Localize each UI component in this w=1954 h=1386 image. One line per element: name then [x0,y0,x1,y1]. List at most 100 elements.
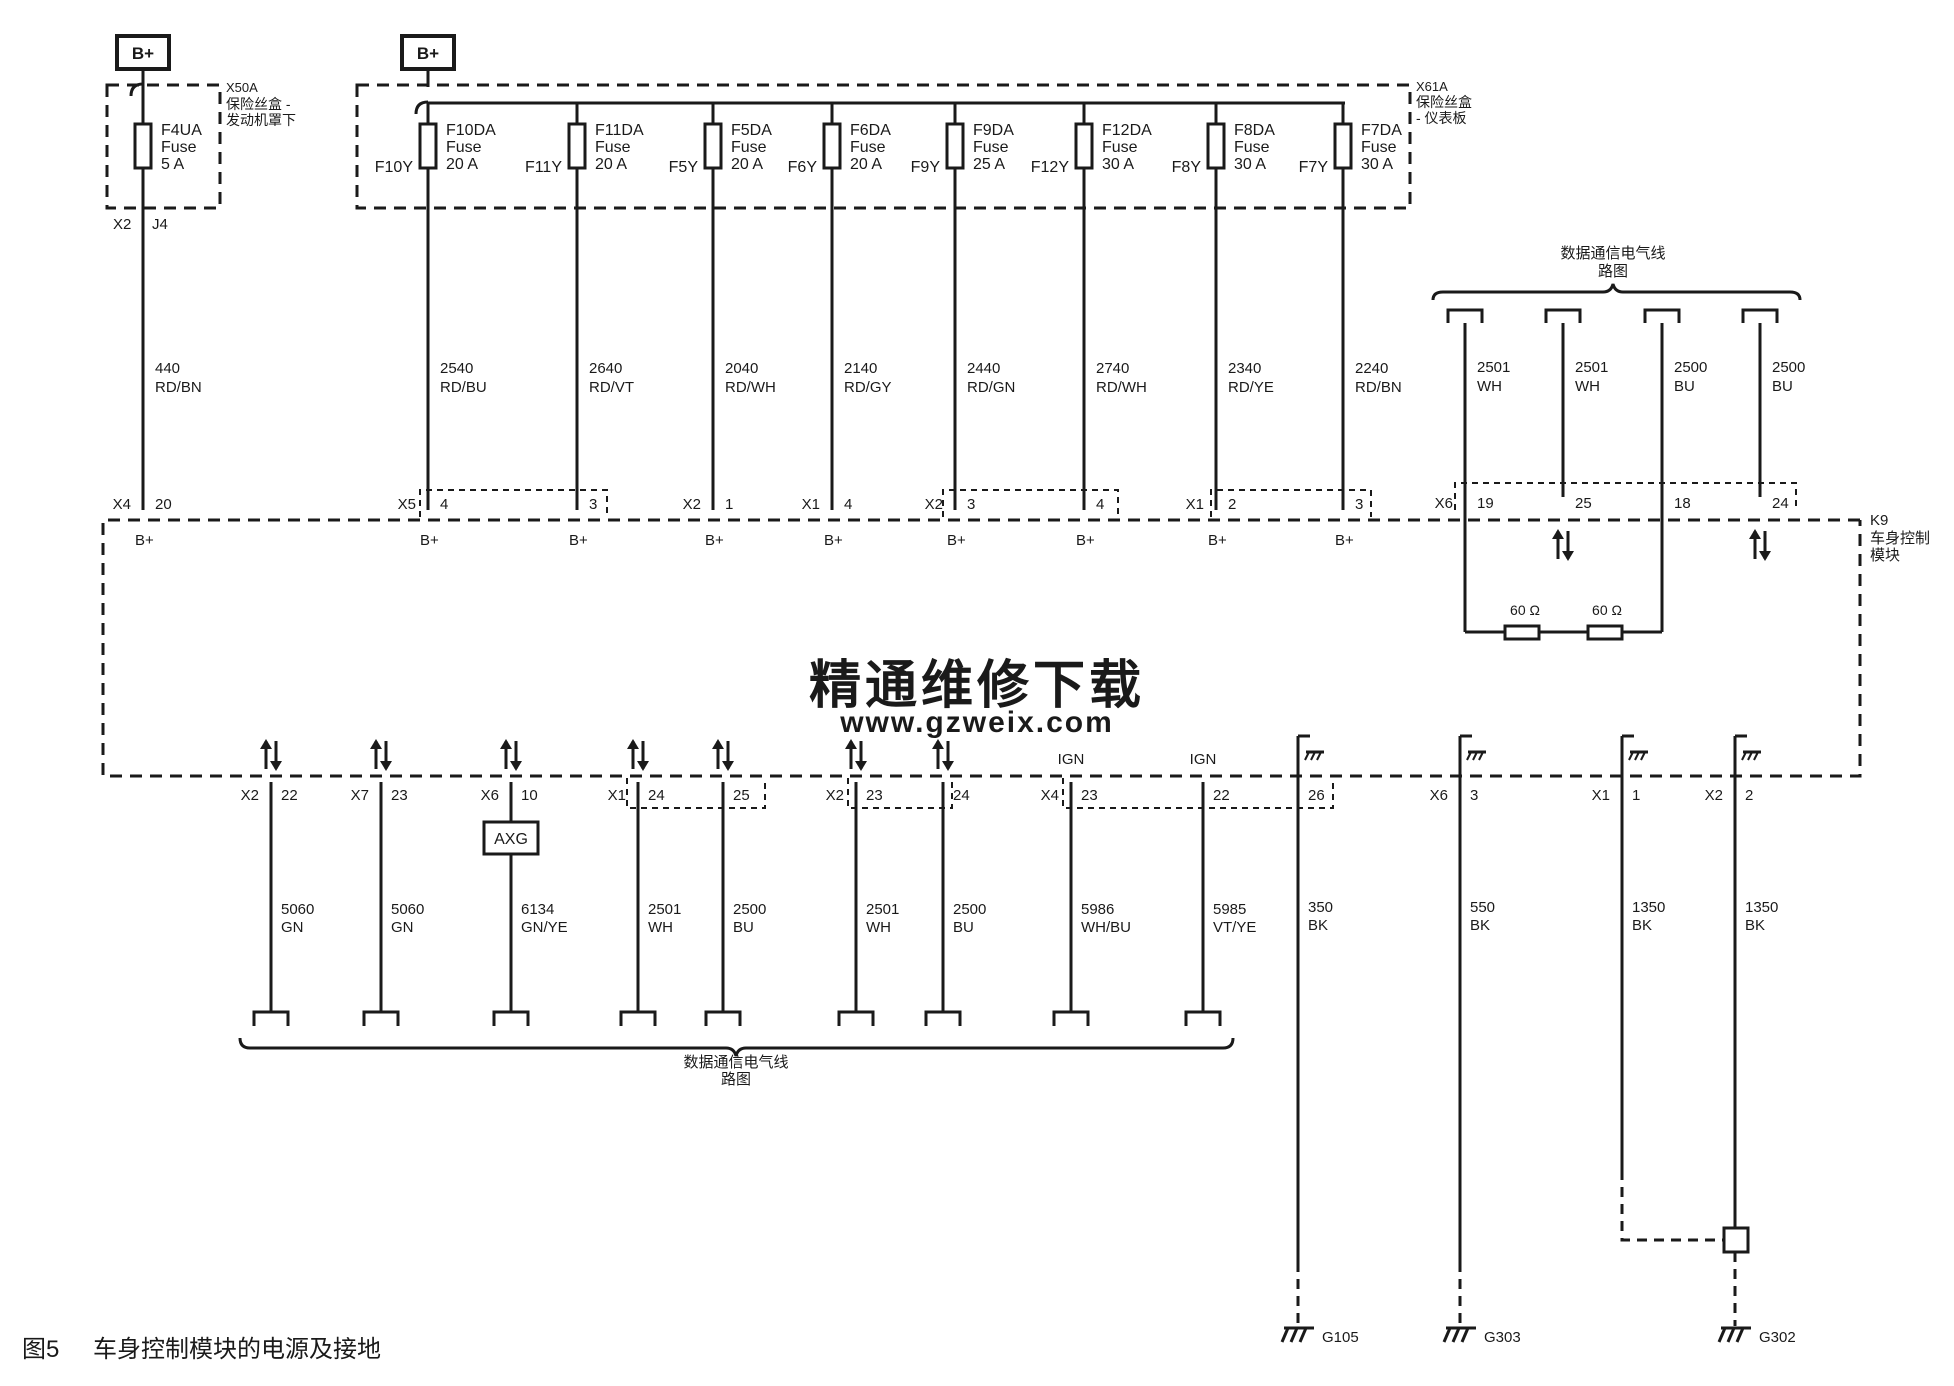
arrow-up-head [712,739,724,749]
arrow-up-head [370,739,382,749]
fuse-block-ip-frame [355,83,1412,210]
bidirectional-arrow-icon [500,739,522,771]
module-terminal-label: B+ [420,532,439,549]
ground-hatch [1298,1327,1308,1343]
fuse-type: Fuse [446,139,482,156]
connector-id: X2 [925,496,943,513]
circuit-number: 350 [1308,899,1333,916]
ground-hatch [1747,751,1753,761]
fuse-body-7 [1074,122,1094,170]
connector-group-top-3 [1210,489,1372,517]
fuse-output-label: F9Y [911,159,941,176]
ground-id: G303 [1484,1329,1521,1346]
connector-id: X2 [683,496,701,513]
connector-group-top-2 [942,489,1119,517]
arrow-down-head [380,761,392,771]
circuit-number: 2500 [733,901,766,918]
ground-hatch [1442,1327,1452,1343]
arrow-up-head [1552,529,1564,539]
pin-number: 4 [1096,496,1104,513]
arrow-up-head [845,739,857,749]
connector-id: X4 [113,496,131,513]
fuse-rating: 30 A [1234,156,1266,173]
fuse-block-ip-desc2: - 仪表板 [1416,110,1467,126]
circuit-number: 2501 [1477,359,1510,376]
arrow-up-head [260,739,272,749]
ground-hatch [1634,751,1640,761]
circuit-number: 1350 [1745,899,1778,916]
circuit-number: 5985 [1213,901,1246,918]
fuse-output-label: F5Y [669,159,699,176]
ground-hatch [1741,751,1747,761]
wire-color: RD/BN [155,379,202,396]
fuse-rating: 5 A [161,156,184,173]
ground-id: G105 [1322,1329,1359,1346]
ground-point-icon [1280,1326,1314,1343]
ground-hatch [1753,751,1759,761]
pin-number-top: J4 [152,216,168,233]
fuse-terminal-2 [414,100,429,115]
ground-point-icon [1717,1326,1751,1343]
connector-id: X5 [398,496,416,513]
data-connector-symbol [1052,1010,1090,1026]
connector-id: X6 [481,787,499,804]
module-terminal-label: B+ [135,532,154,549]
fuse-rating: 30 A [1102,156,1134,173]
data-ref-top-line2: 路图 [1598,263,1628,280]
module-desc2: 模块 [1870,547,1900,564]
pin-number: 24 [1772,495,1789,512]
wire-color: RD/WH [1096,379,1147,396]
pin-number: 24 [648,787,665,804]
connector-group-top-1 [419,489,608,517]
resistor-label-1: 60 Ω [1510,602,1540,618]
circuit-number: 2501 [1575,359,1608,376]
arrow-down-head [855,761,867,771]
data-ref-bottom-line2: 路图 [721,1071,751,1088]
pin-number: 26 [1308,787,1325,804]
arrow-up-head [932,739,944,749]
arrow-up-head [500,739,512,749]
wire-color: RD/YE [1228,379,1274,396]
fuse-name: F6DA [850,122,891,139]
bidirectional-arrow-icon [1552,529,1574,561]
ground-hatch [1316,751,1322,761]
fuse-rating: 20 A [446,156,478,173]
ground-hatch [1472,751,1478,761]
circuit-number: 2501 [648,901,681,918]
ground-hatch [1460,1327,1470,1343]
ground-hatch [1726,1327,1736,1343]
connector-id-top: X2 [113,216,131,233]
connector-id: X6 [1430,787,1448,804]
data-connector-symbol [1643,308,1681,323]
axg-label: AXG [494,831,528,848]
pin-number: 22 [1213,787,1230,804]
wire-color: RD/VT [589,379,634,396]
fuse-type: Fuse [850,139,886,156]
fuse-type: Fuse [1234,139,1270,156]
supply-box-2: B+ [400,34,456,71]
axg-box [482,820,540,856]
chassis-ground-icon [1741,750,1761,761]
fuse-name: F11DA [595,122,644,139]
pin-number: 22 [281,787,298,804]
fuse-rating: 20 A [595,156,627,173]
connector-group-top-4 [1454,482,1797,510]
connector-id: X2 [1705,787,1723,804]
fuse-rating: 30 A [1361,156,1393,173]
module-name: K9 [1870,512,1888,529]
supply-label: B+ [417,44,439,63]
fuse-body-3 [567,122,587,170]
pin-number: 19 [1477,495,1494,512]
wire-color: GN [391,919,414,936]
fuse-block-engine-frame [105,83,222,210]
pin-number: 25 [1575,495,1592,512]
ground-point-icon [1442,1326,1476,1343]
module-desc1: 车身控制 [1870,530,1930,547]
figure-caption: 车身控制模块的电源及接地 [93,1336,381,1363]
pin-number: 2 [1745,787,1753,804]
pin-number: 4 [844,496,852,513]
data-ref-bottom-brace [238,1037,1235,1057]
arrow-down-head [942,761,954,771]
ground-hatch [1451,1327,1461,1343]
figure-number: 图5 [22,1336,59,1363]
